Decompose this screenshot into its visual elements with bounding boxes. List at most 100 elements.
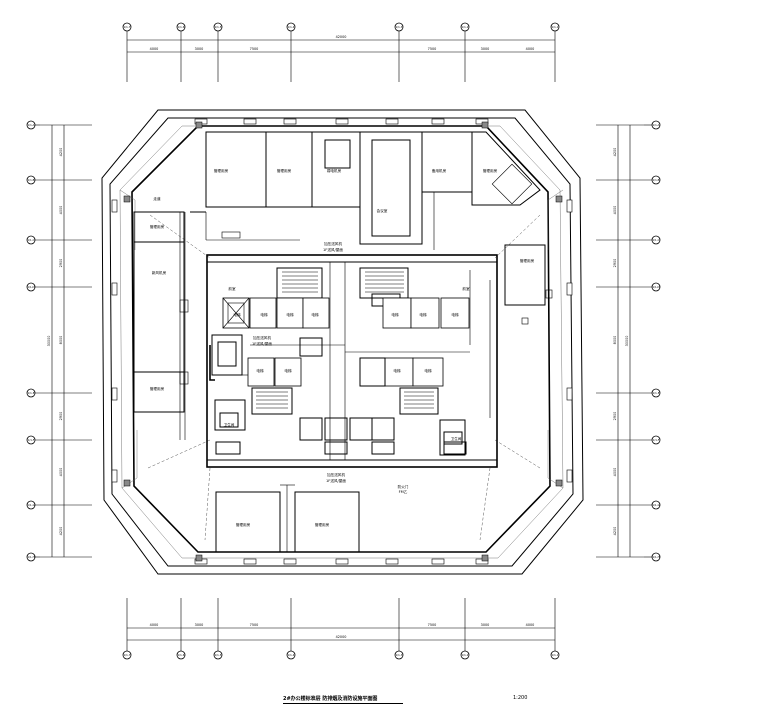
room-label-19: 电梯 <box>311 312 319 317</box>
room-label-17: 电梯 <box>260 312 268 317</box>
room-label-14: 前室 <box>228 286 236 291</box>
drawing-title: 2#办公楼标准层 防排烟及消防设施平面图 <box>283 696 378 702</box>
building-envelope <box>101 109 584 575</box>
room-label-28: 卫生间 <box>451 436 462 441</box>
axis-bubble-top-5: 1/1-3 <box>396 25 403 29</box>
axis-bubble-bottom-1: 1/1-7 <box>124 653 131 657</box>
room-label-16: 电梯 <box>233 312 241 317</box>
left-dim-4: 8000 <box>59 336 63 345</box>
top-dim-4: 7500 <box>428 47 437 51</box>
bottom-offices <box>215 484 360 553</box>
right-dimension-chain: 4200 4000 2900 8000 2900 4000 4200 30000 <box>596 124 644 558</box>
axis-bubble-left-8: 1/1-H <box>27 555 34 559</box>
bottom-axis-bubbles: 1/1-7 1/1-6 1/1-5 1/1-4 1/1-3 1/1-2 1/1-… <box>122 632 560 660</box>
axis-bubble-top-1: 1/1-7 <box>124 25 131 29</box>
axis-bubble-left-4: 1/1-D <box>27 285 34 289</box>
annotation-2: 1F送风/屋面 <box>323 247 343 252</box>
room-label-27: 卫生间 <box>224 422 235 427</box>
axis-bubble-top-7: 1/1-1 <box>552 25 559 29</box>
room-label-13: 管理用房 <box>315 522 330 527</box>
bottom-dim-3: 7500 <box>250 623 259 627</box>
left-dimension-chain: 30000 4200 4000 2900 8000 2900 4000 4200 <box>40 124 92 558</box>
axis-bubble-bottom-2: 1/1-6 <box>178 653 185 657</box>
room-label-21: 电梯 <box>419 312 427 317</box>
room-label-20: 电梯 <box>391 312 399 317</box>
bottom-dim-4: 7500 <box>428 623 437 627</box>
axis-bubble-right-6: 1/1-F <box>653 438 660 442</box>
axis-bubble-right-2: 1/1-B <box>653 178 660 182</box>
room-label-11: 管理用房 <box>520 258 535 263</box>
right-dim-7: 4200 <box>613 527 617 536</box>
axis-bubble-right-4: 1/1-D <box>652 285 659 289</box>
top-axis-bubbles: 1/1-7 1/1-6 1/1-5 1/1-4 1/1-3 1/1-2 1/1-… <box>122 22 560 48</box>
room-labels: 管理用房管理用房弱电机房备用机房管理用房会议室走道管理用房新风机房管理用房管理用… <box>150 168 535 527</box>
room-label-22: 电梯 <box>451 312 459 317</box>
room-label-3: 弱电机房 <box>327 168 342 173</box>
top-dim-1: 4000 <box>150 47 159 51</box>
room-label-9: 新风机房 <box>152 270 167 275</box>
room-label-4: 备用机房 <box>432 168 447 173</box>
top-dim-5: 3000 <box>481 47 490 51</box>
room-label-12: 管理用房 <box>236 522 251 527</box>
top-offices <box>190 131 541 250</box>
room-label-24: 电梯 <box>284 368 292 373</box>
axis-bubble-bottom-6: 1/1-2 <box>462 653 469 657</box>
left-dim-6: 4000 <box>59 468 63 477</box>
drawing-title-underline <box>283 703 403 704</box>
top-dim-2: 3000 <box>195 47 204 51</box>
room-label-18: 电梯 <box>286 312 294 317</box>
left-dim-7: 4200 <box>59 527 63 536</box>
axis-bubble-right-3: 1/1-C <box>653 238 660 242</box>
left-axis-bubbles: 1/1-A 1/1-B 1/1-C 1/1-D 1/1-E 1/1-F 1/1-… <box>26 120 60 562</box>
left-offices <box>133 211 189 440</box>
axis-bubble-right-5: 1/1-E <box>653 391 660 395</box>
axis-bubble-left-6: 1/1-F <box>28 438 35 442</box>
left-dim-1: 4200 <box>59 148 63 157</box>
axis-bubble-top-4: 1/1-4 <box>288 25 295 29</box>
axis-bubble-left-7: 1/1-G <box>27 503 34 507</box>
annotation-4: 1F送风/屋面 <box>252 341 272 346</box>
left-dim-3: 2900 <box>59 259 63 268</box>
room-label-1: 管理用房 <box>214 168 229 173</box>
axis-bubble-right-7: 1/1-G <box>652 503 659 507</box>
axis-bubble-left-5: 1/1-E <box>28 391 35 395</box>
room-label-15: 前室 <box>462 286 470 291</box>
axis-bubble-right-8: 1/1-H <box>652 555 659 559</box>
right-axis-bubbles: 1/1-A 1/1-B 1/1-C 1/1-D 1/1-E 1/1-F 1/1-… <box>622 120 661 562</box>
top-dim-6: 4000 <box>526 47 535 51</box>
top-dimension-chain: 42000 4000 3000 7500 7500 3000 4000 <box>126 35 556 82</box>
right-dim-4: 8000 <box>613 336 617 345</box>
axis-bubble-bottom-5: 1/1-3 <box>396 653 403 657</box>
right-dim-6: 4000 <box>613 468 617 477</box>
right-dim-5: 2900 <box>613 412 617 421</box>
right-total-dim: 30000 <box>625 336 629 347</box>
bottom-dimension-chain: 4000 3000 7500 7500 3000 4000 42000 <box>126 598 556 644</box>
axis-bubble-right-1: 1/1-A <box>653 123 660 127</box>
right-dim-3: 2900 <box>613 259 617 268</box>
room-label-10: 管理用房 <box>150 386 165 391</box>
bottom-dim-2: 3000 <box>195 623 204 627</box>
top-dim-3: 7500 <box>250 47 259 51</box>
bottom-dim-6: 4000 <box>526 623 535 627</box>
room-label-7: 走道 <box>153 196 161 201</box>
axis-bubble-left-3: 1/1-C <box>28 238 35 242</box>
annotation-5: 加压送风机 <box>327 472 345 477</box>
bottom-dim-5: 3000 <box>481 623 490 627</box>
core <box>206 254 498 468</box>
annotation-7: 防火门 <box>398 484 409 489</box>
room-label-5: 管理用房 <box>483 168 498 173</box>
room-label-23: 电梯 <box>256 368 264 373</box>
axis-bubble-bottom-4: 1/1-4 <box>288 653 295 657</box>
room-label-8: 管理用房 <box>150 224 165 229</box>
annotation-labels: 加压送风机1F送风/屋面加压送风机1F送风/屋面加压送风机1F送风/屋面防火门F… <box>252 241 409 494</box>
room-label-6: 会议室 <box>377 208 388 213</box>
right-dim-2: 4000 <box>613 206 617 215</box>
axis-bubble-bottom-7: 1/1-1 <box>552 653 559 657</box>
right-dim-1: 4200 <box>613 148 617 157</box>
drawing-scale: 1:200 <box>513 695 528 701</box>
axis-bubble-left-2: 1/1-B <box>28 178 35 182</box>
axis-bubble-top-2: 1/1-6 <box>178 25 185 29</box>
axis-bubble-top-3: 1/1-5 <box>215 25 222 29</box>
annotation-8: FM乙 <box>399 489 408 494</box>
